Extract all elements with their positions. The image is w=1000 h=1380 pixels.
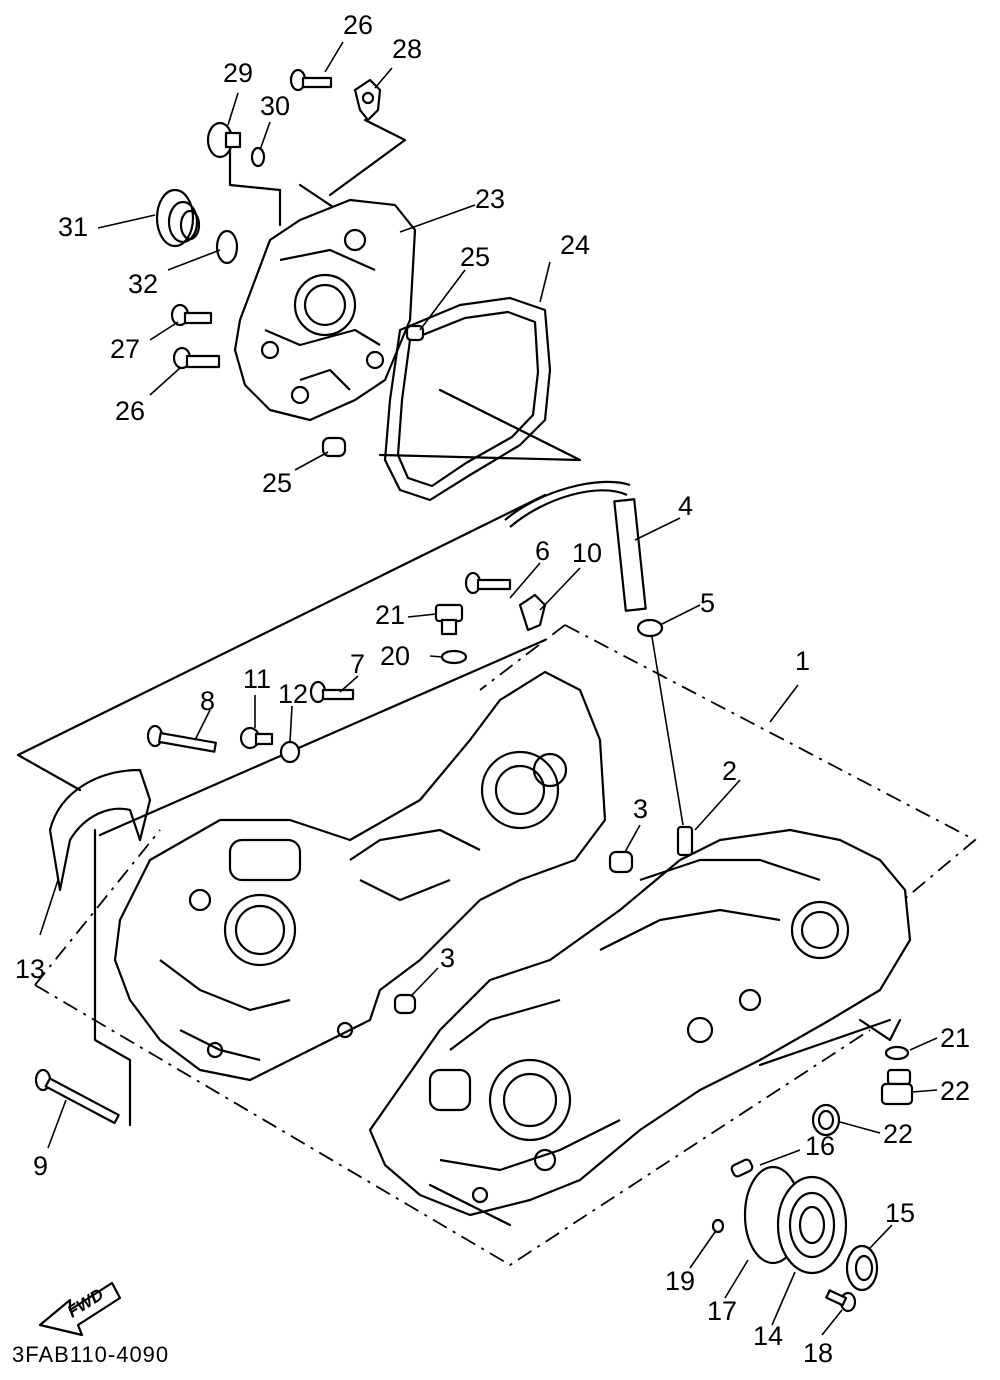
callout-5: 5 <box>700 588 715 618</box>
clamp-10 <box>518 593 547 632</box>
callout-3-lower: 3 <box>440 943 455 973</box>
callout-8: 8 <box>200 686 215 716</box>
washer-12 <box>279 740 301 764</box>
callout-15: 15 <box>885 1198 915 1228</box>
callout-25-lower: 25 <box>262 468 292 498</box>
callout-17: 17 <box>707 1296 737 1326</box>
screw-11 <box>239 726 274 750</box>
dowel-pin-3-upper <box>608 850 634 874</box>
callout-30: 30 <box>260 91 290 121</box>
callout-1: 1 <box>795 646 810 676</box>
dowel-pin-16 <box>730 1158 754 1178</box>
bolt-26-left <box>170 303 213 327</box>
callout-19: 19 <box>665 1266 695 1296</box>
dowel-pin-3-lower <box>393 993 417 1015</box>
callout-24: 24 <box>560 230 590 260</box>
bolt-27 <box>172 346 221 370</box>
callout-28: 28 <box>392 34 422 64</box>
callout-2: 2 <box>722 756 737 786</box>
forward-arrow-icon: FWD <box>38 1281 122 1337</box>
callout-7: 7 <box>350 649 365 679</box>
callout-26-top: 26 <box>343 10 373 40</box>
screw-18 <box>825 1289 857 1313</box>
callout-20-top: 20 <box>380 641 410 671</box>
drain-plug-21-top <box>434 603 464 636</box>
bolt-9 <box>34 1068 120 1125</box>
callout-21-top: 21 <box>375 600 405 630</box>
leader-lines <box>39 41 938 1336</box>
gasket-13 <box>48 768 152 892</box>
crankcase-left-half <box>113 670 607 1082</box>
callout-20-right: 21 <box>940 1023 970 1053</box>
bolt-8 <box>146 724 217 753</box>
plug-29 <box>206 121 242 159</box>
callout-13: 13 <box>15 954 45 984</box>
callout-18: 18 <box>803 1338 833 1368</box>
callout-14: 14 <box>753 1321 783 1351</box>
callout-6: 6 <box>535 536 550 566</box>
callout-9: 9 <box>33 1151 48 1181</box>
crankcase-cover-23 <box>233 198 417 422</box>
oil-seal-22 <box>811 1103 841 1137</box>
callout-25-upper: 25 <box>460 242 490 272</box>
callout-4: 4 <box>678 491 693 521</box>
callout-22: 22 <box>883 1119 913 1149</box>
clamp-28 <box>353 78 382 122</box>
dowel-pin-25-lower <box>321 436 347 458</box>
washer-20-top <box>440 649 468 665</box>
diagram-code: 3FAB110-4090 <box>12 1342 169 1367</box>
crankcase-right-half <box>368 828 912 1227</box>
callout-12: 12 <box>278 679 308 709</box>
hose-clamp-5 <box>636 618 664 638</box>
callout-32: 32 <box>128 269 158 299</box>
callout-16: 16 <box>805 1131 835 1161</box>
callout-11: 11 <box>243 664 271 694</box>
callout-29: 29 <box>223 58 253 88</box>
o-ring-30 <box>250 146 266 168</box>
callout-10: 10 <box>572 538 602 568</box>
pin-19 <box>711 1218 725 1234</box>
breather-hose-4 <box>504 480 647 612</box>
oil-seal-15 <box>845 1244 879 1292</box>
drain-plug-21-right <box>880 1068 914 1106</box>
callout-27: 26 <box>115 396 145 426</box>
callout-26-left: 27 <box>110 334 140 364</box>
bolt-6 <box>464 571 512 595</box>
callout-31: 31 <box>58 212 88 242</box>
callout-3-upper: 3 <box>633 794 648 824</box>
nipple-2 <box>676 825 694 857</box>
bolt-26-top <box>289 68 333 92</box>
oil-seal-31 <box>155 188 201 248</box>
washer-20-right <box>884 1045 910 1061</box>
callout-23: 23 <box>475 184 505 214</box>
cover-gasket-24 <box>383 296 552 502</box>
bolt-7 <box>309 680 355 704</box>
bearing-housing-14 <box>776 1175 848 1275</box>
dowel-pin-25-upper <box>405 324 425 342</box>
callout-21-right: 22 <box>940 1076 970 1106</box>
o-ring-32 <box>215 229 239 265</box>
callout-labels: 26 28 29 30 23 31 24 25 32 27 26 25 4 6 … <box>15 10 970 1368</box>
